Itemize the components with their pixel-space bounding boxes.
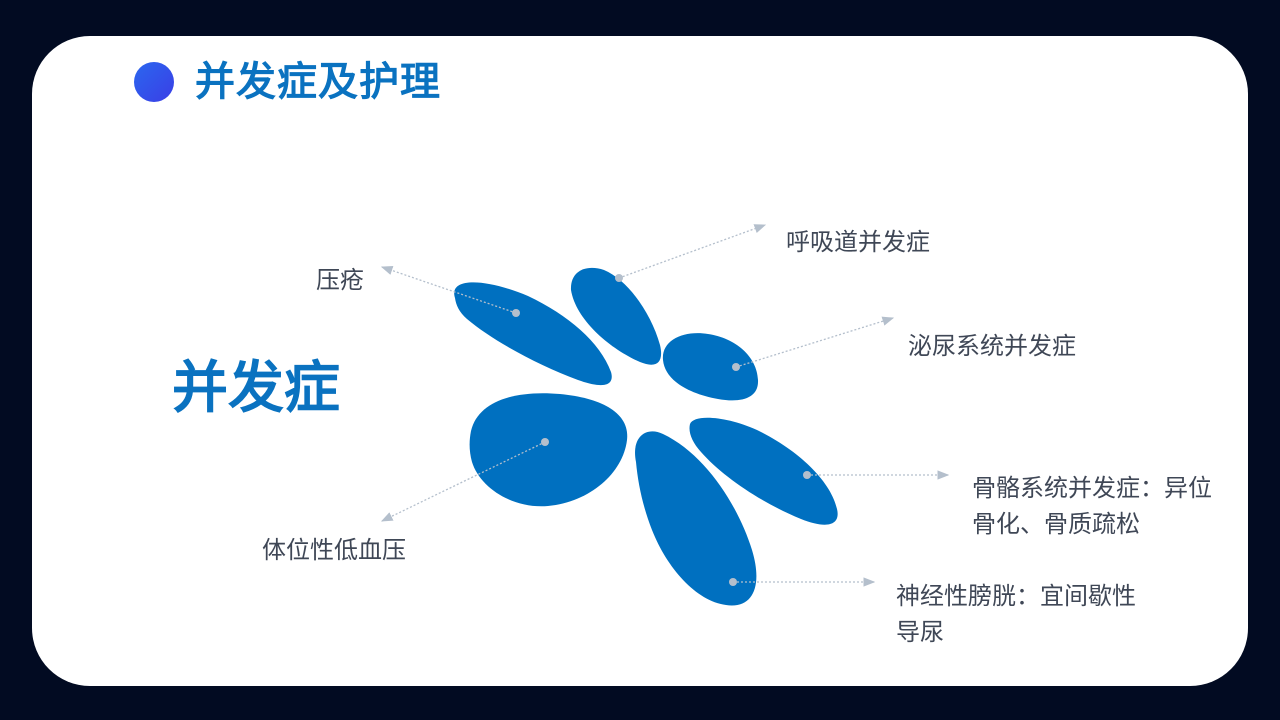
petal-urinary — [662, 333, 759, 401]
petal-bladder — [635, 431, 757, 606]
label-urinary: 泌尿系统并发症 — [908, 332, 1076, 360]
label-hypotension: 体位性低血压 — [262, 536, 406, 564]
label-bladder: 神经性膀胱：宜间歇性导尿 — [896, 582, 1136, 646]
anchor-dot-bladder — [729, 578, 737, 586]
anchor-dot-urinary — [732, 363, 740, 371]
diagram-center-label: 并发症 — [172, 356, 340, 421]
petal-hypotension — [469, 393, 628, 507]
petal-pressure-sore — [454, 282, 612, 386]
label-skeletal: 骨骼系统并发症：异位骨化、骨质疏松 — [972, 474, 1212, 538]
anchor-dot-skeletal — [803, 471, 811, 479]
connector-urinary — [735, 316, 895, 368]
title-bullet-icon — [134, 62, 174, 102]
petal-skeletal — [689, 417, 838, 525]
anchor-dot-pressure-sore — [512, 309, 520, 317]
anchor-dot-hypotension — [541, 438, 549, 446]
page-title: 并发症及护理 — [195, 59, 441, 105]
connector-respiratory — [618, 224, 767, 279]
petal-respiratory — [570, 267, 662, 365]
anchor-dot-respiratory — [615, 274, 623, 282]
label-respiratory: 呼吸道并发症 — [786, 228, 930, 256]
label-pressure-sore: 压疮 — [316, 266, 364, 294]
